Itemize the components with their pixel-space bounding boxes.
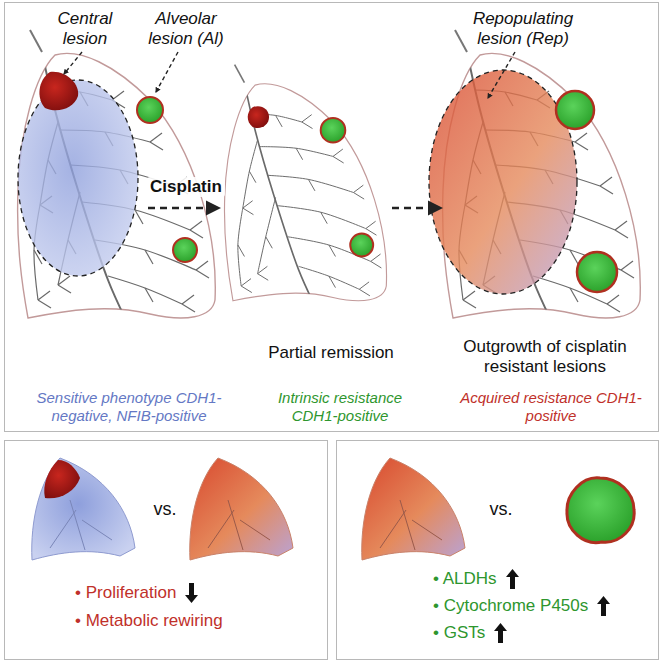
arrow-shape [185,583,198,603]
lesion-label: Repopulating lesion (Rep) [453,9,593,50]
bullet-item-row: • ALDHs [433,569,653,589]
phenotype-label: Sensitive phenotype CDH1-negative, NFIB-… [9,389,249,425]
phenotype-label-row: Intrinsic resistance CDH1-positive [255,389,425,425]
fragment-relapse [190,458,293,560]
lesion-label-row: Alveolar lesion (Al) [131,9,241,50]
trend-arrow-up [506,569,519,589]
versus-label-row: vs. [473,499,529,521]
bullet-item-row: • Metabolic rewiring [75,611,315,631]
lesion-label-row: Central lesion [41,9,129,50]
lung-remission [224,65,386,301]
phenotype-label-row: Sensitive phenotype CDH1-negative, NFIB-… [9,389,249,425]
treatment-label-row: Cisplatin [147,177,225,197]
lesion-label: Alveolar lesion (Al) [131,9,241,50]
phenotype-label: Acquired resistance CDH1-positive [453,389,649,425]
bullet-item-row: • Cytochrome P450s [433,596,653,616]
lesion-label: Central lesion [41,9,129,50]
stage-label: Outgrowth of cisplatin resistant lesions [433,337,657,378]
versus-label-row: vs. [137,499,193,521]
stage-label-row: Partial remission [241,343,421,363]
fragment-relapse [362,458,465,560]
stage-label-row: Outgrowth of cisplatin resistant lesions [433,337,657,378]
bullet-item: • ALDHs [433,569,497,589]
versus-label: vs. [153,499,176,521]
phenotype-label: Intrinsic resistance CDH1-positive [255,389,425,425]
arrow-shape [506,569,519,589]
phenotype-label-row: Acquired resistance CDH1-positive [453,389,649,425]
trend-arrow-down [185,583,198,603]
bullet-item: • GSTs [433,623,485,643]
comparison-panel: vs. • ALDHs • Cytochrome P450s • GSTs [336,440,659,660]
lung-relapse [429,30,640,318]
alveolar-lesion [567,478,634,543]
lung-before [18,30,216,318]
versus-label: vs. [489,499,512,521]
trend-arrow-up [494,623,507,643]
overview-panel: Central lesionAlveolar lesion (Al) Cispla… [4,2,659,432]
bullet-item-row: • Proliferation [75,583,315,603]
treatment-arrows [148,207,440,210]
stage-label: Partial remission [268,343,394,363]
bullet-item-row: • GSTs [433,623,653,643]
trend-arrow-up [597,596,610,616]
bullet-item: • Metabolic rewiring [75,611,223,631]
bullet-item: • Cytochrome P450s [433,596,588,616]
bullet-item: • Proliferation [75,583,176,603]
leader-lines [64,52,515,98]
arrow-shape [597,596,610,616]
fragment-sensitive [32,458,135,560]
comparison-panel: vs. • Proliferation • Metabolic rewiring [4,440,328,660]
lesion-label-row: Repopulating lesion (Rep) [453,9,593,50]
arrow-shape [494,623,507,643]
treatment-label: Cisplatin [147,177,225,197]
